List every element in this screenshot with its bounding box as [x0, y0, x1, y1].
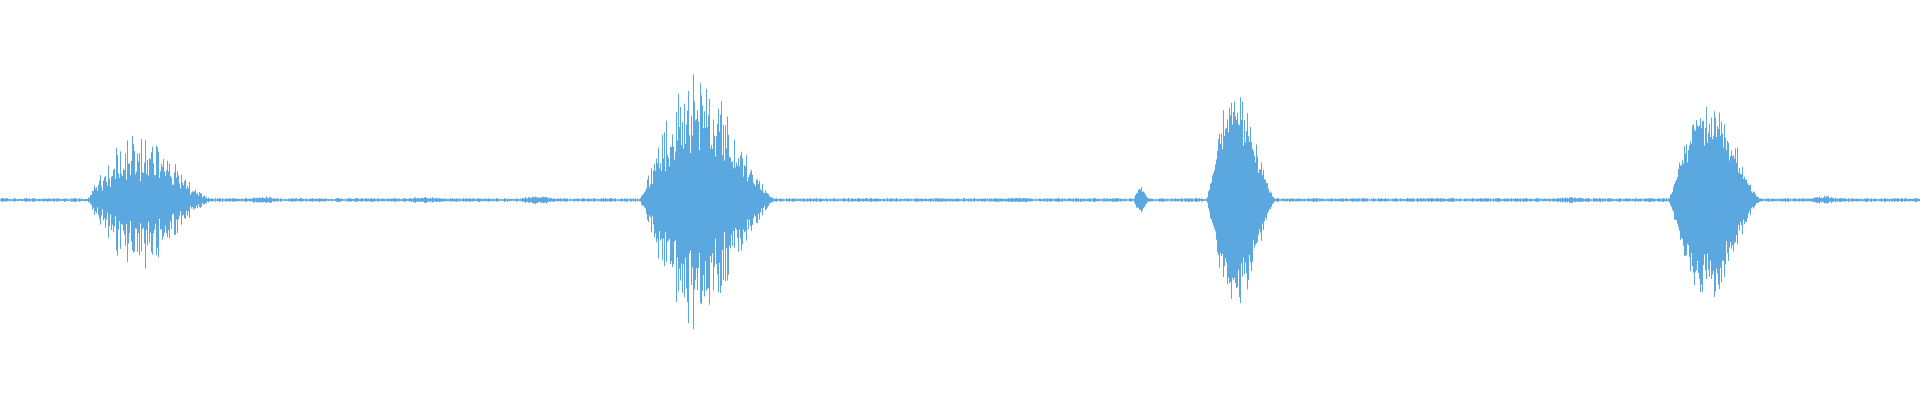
waveform-full-trace-path [0, 74, 1920, 330]
waveform-full-trace [0, 74, 1920, 330]
waveform-segments [0, 74, 1920, 330]
